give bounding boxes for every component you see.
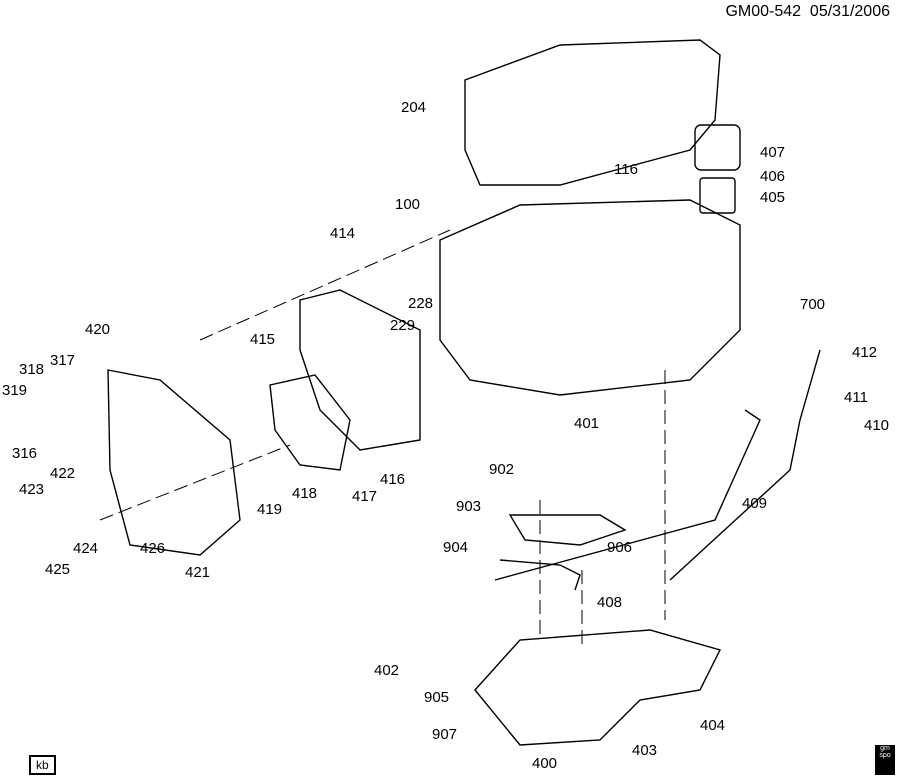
label-318: 318	[19, 361, 45, 378]
label-424: 424	[73, 540, 99, 557]
oil-filter-element-shape	[699, 177, 736, 214]
label-425: 425	[45, 561, 71, 578]
label-410: 410	[864, 417, 890, 434]
oil-filter-cap-shape	[694, 124, 741, 171]
label-400: 400	[532, 755, 558, 772]
gm-spo-badge: gm spo	[875, 745, 895, 775]
label-422: 422	[50, 465, 76, 482]
document-header: GM00-542 05/31/2006	[725, 3, 890, 21]
badge-line1: gm	[880, 745, 890, 752]
label-700: 700	[800, 296, 826, 313]
label-407: 407	[760, 144, 786, 161]
label-408: 408	[597, 594, 623, 611]
dipstick-shape	[669, 349, 821, 581]
front-cover-shape	[107, 369, 241, 556]
label-402: 402	[374, 662, 400, 679]
label-903: 903	[456, 498, 482, 515]
pump-body-shape	[269, 374, 351, 471]
label-317: 317	[50, 352, 76, 369]
label-907: 907	[432, 726, 458, 743]
label-406: 406	[760, 168, 786, 185]
cylinder-head-shape	[464, 39, 721, 186]
kb-tag: kb	[29, 755, 56, 775]
pickup-tube-shape	[499, 559, 581, 591]
label-417: 417	[352, 488, 378, 505]
engine-block-shape	[439, 199, 741, 396]
doc-date: 05/31/2006	[809, 3, 890, 20]
label-416: 416	[380, 471, 406, 488]
oil-pan-shape	[474, 629, 722, 746]
label-414: 414	[330, 225, 356, 242]
label-229: 229	[390, 317, 416, 334]
label-904: 904	[443, 539, 469, 556]
label-902: 902	[489, 461, 515, 478]
label-423: 423	[19, 481, 45, 498]
label-411: 411	[844, 389, 868, 406]
label-906: 906	[607, 539, 633, 556]
label-415: 415	[250, 331, 276, 348]
dipstick-tube-shape	[494, 409, 761, 581]
label-418: 418	[292, 485, 318, 502]
label-316: 316	[12, 445, 38, 462]
label-420: 420	[85, 321, 111, 338]
label-905: 905	[424, 689, 450, 706]
label-100: 100	[395, 196, 421, 213]
doc-id: GM00-542	[725, 3, 802, 20]
gasket-shape	[299, 289, 421, 451]
label-419: 419	[257, 501, 283, 518]
label-404: 404	[700, 717, 726, 734]
label-401: 401	[574, 415, 600, 432]
label-403: 403	[632, 742, 658, 759]
label-116: 116	[614, 161, 638, 178]
label-405: 405	[760, 189, 786, 206]
label-426: 426	[140, 540, 166, 557]
label-319: 319	[2, 382, 28, 399]
label-204: 204	[401, 99, 427, 116]
label-228: 228	[408, 295, 434, 312]
label-412: 412	[852, 344, 878, 361]
label-421: 421	[185, 564, 211, 581]
label-409: 409	[742, 495, 768, 512]
badge-line2: spo	[879, 752, 891, 759]
baffle-shape	[508, 514, 627, 546]
